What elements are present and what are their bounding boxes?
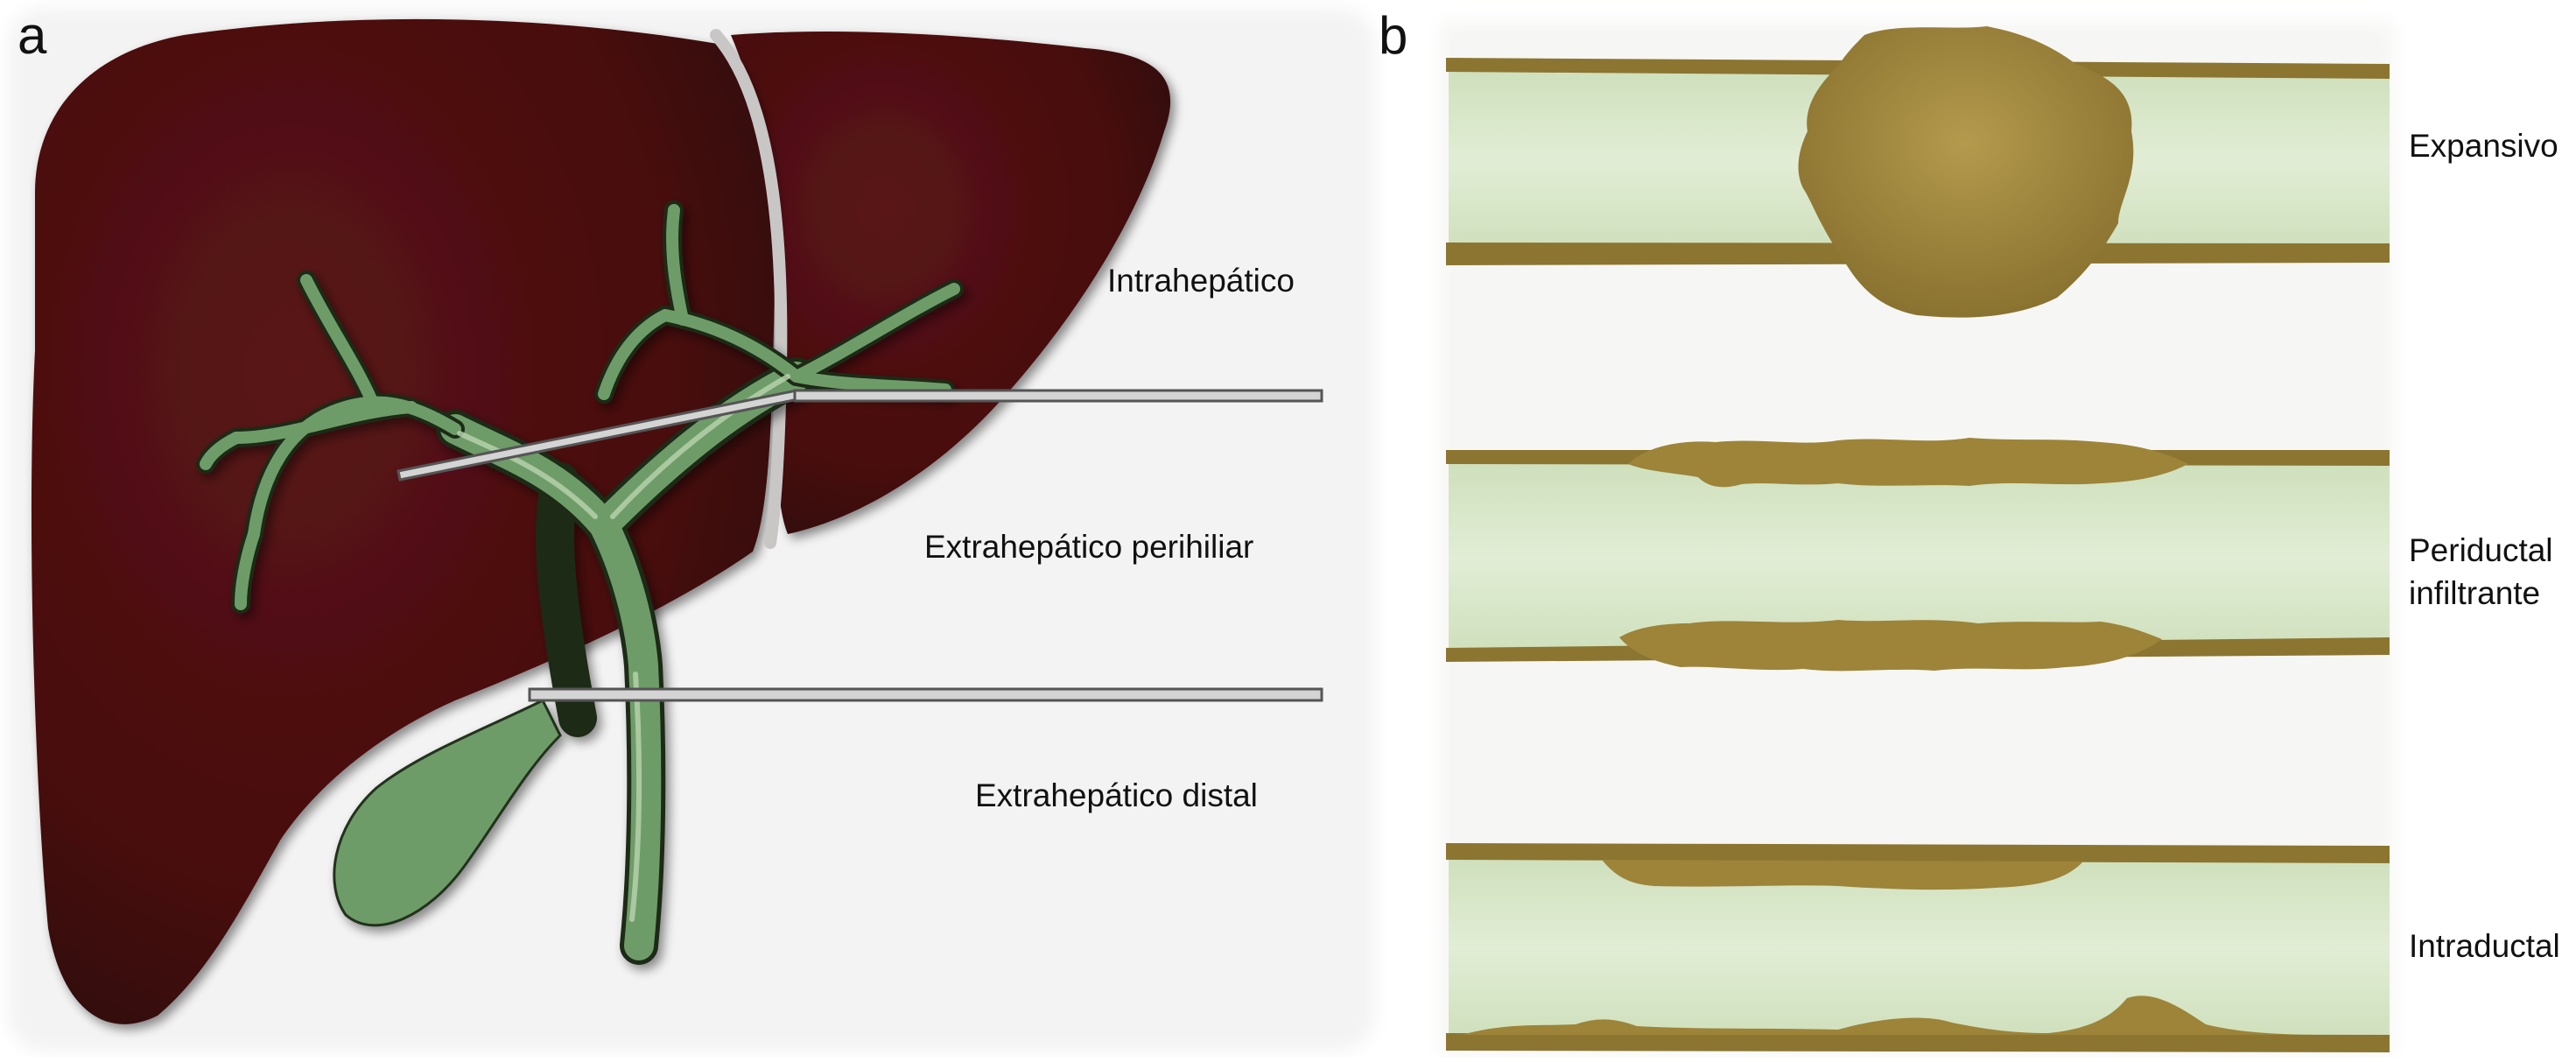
biliary-tree <box>196 200 964 965</box>
level-markers <box>397 389 1323 702</box>
duct-intraductal <box>1446 843 2390 1052</box>
label-expansive: Expansivo <box>2409 128 2558 164</box>
duct-expansive <box>1446 26 2390 318</box>
label-intrahepatic: Intrahepático <box>1107 263 1295 299</box>
marker-bar-distal <box>528 687 1323 702</box>
falciform-ligament <box>710 29 788 549</box>
duct-intraductal-wall-bottom <box>1446 1033 2390 1052</box>
panel-b-letter: b <box>1379 6 1408 65</box>
gallbladder <box>333 698 562 927</box>
label-perihilar: Extrahepático perihiliar <box>924 529 1254 565</box>
label-distal: Extrahepático distal <box>975 777 1258 813</box>
periductal-tumor-top <box>1628 438 2188 488</box>
duct-intraductal-wall-top <box>1446 843 2390 863</box>
duct-periductal <box>1446 438 2390 672</box>
panel-a <box>9 9 1374 1051</box>
expansive-tumor <box>1798 26 2134 318</box>
liver-left-lobe <box>31 18 776 1024</box>
intraductal-tumor-top <box>1602 860 2083 890</box>
label-periductal-line1: Periductal <box>2409 532 2553 568</box>
label-intraductal: Intraductal <box>2409 928 2560 964</box>
panel-a-letter: a <box>18 6 47 65</box>
periductal-tumor-bottom <box>1619 620 2162 672</box>
panel-b <box>1440 22 2394 1055</box>
intraductal-tumor-bottom <box>1462 995 2328 1035</box>
marker-bar-intrahepatic <box>793 389 1323 403</box>
label-periductal-line2: infiltrante <box>2409 575 2541 611</box>
